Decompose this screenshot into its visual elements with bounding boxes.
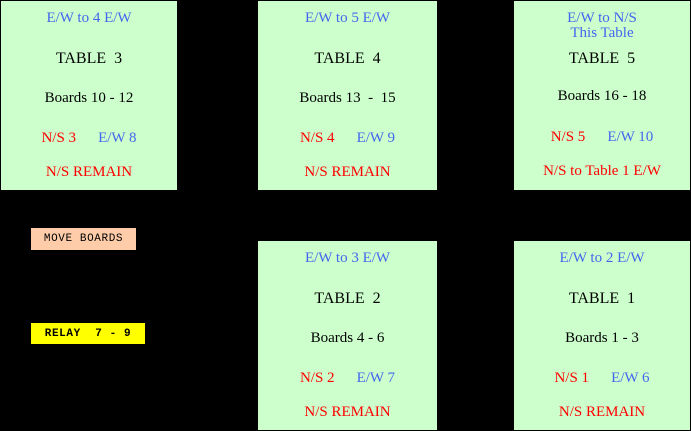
table-1-status: N/S REMAIN [558, 404, 646, 420]
table-1-boards: Boards 1 - 3 [565, 330, 639, 346]
table-3-boards-group: Boards 10 - 12 [1, 91, 177, 106]
table-3-title: TABLE 3 [55, 50, 123, 67]
table-3-status-group: N/S REMAIN [1, 165, 177, 180]
table-4-title: TABLE 4 [314, 50, 381, 67]
table-5-ew-pair: E/W 10 [607, 129, 654, 145]
table-4-title-group: TABLE 4 [258, 51, 437, 67]
table-panel-table-3[interactable]: E/W to 4 E/W TABLE 3 Boards 10 - 12 N/S … [0, 0, 178, 191]
table-4-header-group: E/W to 5 E/W [258, 11, 437, 26]
table-2-header-group: E/W to 3 E/W [258, 251, 437, 266]
table-5-boards-group: Boards 16 - 18 [514, 89, 690, 104]
relay-button[interactable]: RELAY 7 - 9 [30, 322, 146, 345]
table-3-header-group: E/W to 4 E/W [1, 11, 177, 26]
table-4-boards: Boards 13 - 15 [299, 90, 396, 106]
table-3-ew-pair: E/W 8 [98, 130, 137, 146]
table-1-status-group: N/S REMAIN [514, 405, 690, 420]
table-4-boards-group: Boards 13 - 15 [258, 91, 437, 106]
table-5-ns-pair: N/S 5 [550, 129, 586, 145]
table-4-status-group: N/S REMAIN [258, 165, 437, 180]
table-4-pairs-group: N/S 4 E/W 9 [258, 130, 437, 147]
table-panel-table-2[interactable]: E/W to 3 E/W TABLE 2 Boards 4 - 6 N/S 2 E… [257, 240, 438, 431]
table-2-pairs-group: N/S 2 E/W 7 [258, 370, 437, 387]
table-4-ns-pair: N/S 4 [299, 130, 335, 146]
table-3-header: E/W to 4 E/W [46, 10, 132, 26]
table-1-title: TABLE 1 [568, 290, 636, 307]
table-1-title-group: TABLE 1 [514, 291, 690, 307]
table-2-status-group: N/S REMAIN [258, 405, 437, 420]
table-panel-table-5[interactable]: E/W to N/S This Table TABLE 5 Boards 16 … [513, 0, 691, 191]
table-3-status: N/S REMAIN [45, 164, 133, 180]
table-2-status: N/S REMAIN [304, 404, 391, 420]
table-5-title-group: TABLE 5 [514, 51, 690, 67]
table-3-title-group: TABLE 3 [1, 51, 177, 67]
table-5-title: TABLE 5 [568, 50, 636, 67]
table-1-pairs-group: N/S 1 E/W 6 [514, 370, 690, 387]
table-panel-table-1[interactable]: E/W to 2 E/W TABLE 1 Boards 1 - 3 N/S 1 E… [513, 240, 691, 431]
table-4-header: E/W to 5 E/W [304, 10, 391, 26]
table-1-ew-pair: E/W 6 [611, 370, 650, 386]
table-2-header: E/W to 3 E/W [304, 250, 391, 266]
table-5-pairs-group: N/S 5 E/W 10 [514, 129, 690, 146]
table-3-boards: Boards 10 - 12 [44, 90, 134, 106]
table-5-status-group: N/S to Table 1 E/W [514, 164, 690, 179]
table-1-header-group: E/W to 2 E/W [514, 251, 690, 266]
table-2-ns-pair: N/S 2 [299, 370, 335, 386]
table-3-pairs-group: N/S 3 E/W 8 [1, 130, 177, 147]
table-panel-table-4[interactable]: E/W to 5 E/W TABLE 4 Boards 13 - 15 N/S … [257, 0, 438, 191]
table-2-boards: Boards 4 - 6 [310, 330, 385, 346]
table-1-boards-group: Boards 1 - 3 [514, 331, 690, 346]
table-5-status: N/S to Table 1 E/W [543, 163, 661, 179]
table-3-ns-pair: N/S 3 [41, 130, 77, 146]
table-5-header-line2: This Table [570, 25, 634, 41]
table-2-title: TABLE 2 [314, 290, 381, 307]
table-4-ew-pair: E/W 9 [356, 130, 396, 146]
table-2-title-group: TABLE 2 [258, 291, 437, 307]
table-1-ns-pair: N/S 1 [554, 370, 590, 386]
table-5-boards: Boards 16 - 18 [557, 88, 647, 104]
move-boards-button[interactable]: MOVE BOARDS [30, 227, 137, 251]
table-5-header: E/W to N/S [567, 10, 637, 26]
table-1-header: E/W to 2 E/W [559, 250, 645, 266]
table-2-boards-group: Boards 4 - 6 [258, 331, 437, 346]
table-5-header-group: E/W to N/S This Table [514, 11, 690, 41]
table-2-ew-pair: E/W 7 [356, 370, 396, 386]
table-4-status: N/S REMAIN [304, 164, 391, 180]
